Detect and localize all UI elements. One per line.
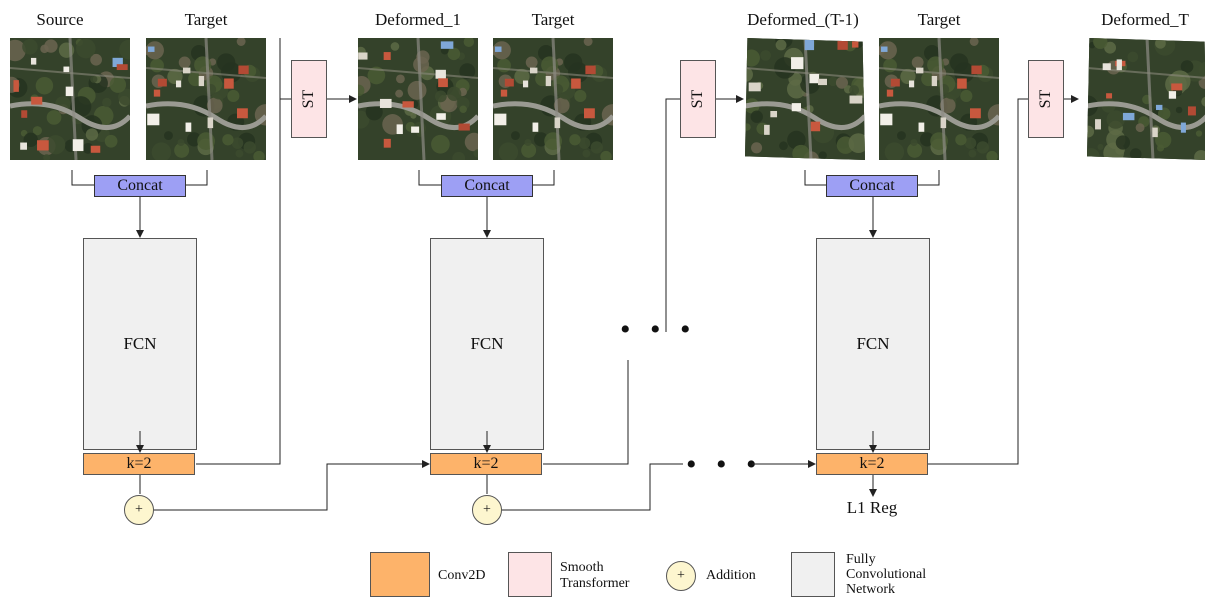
legend-fcn-label-3: Network [846,582,895,597]
legend-conv-swatch [370,552,430,597]
legend-fcn-label-1: Fully [846,552,876,567]
label-deformed-tm1: Deformed_(T-1) [747,10,859,29]
label-target-3: Target [917,10,961,29]
ellipsis-upper: • • • [620,313,697,346]
fcn-block-2: FCN [430,238,544,450]
deformed-image-tm1 [745,38,865,160]
deformed-image-1 [358,38,478,160]
conv-block-1: k=2 [83,453,195,475]
legend-add-label: Addition [706,568,756,583]
concat-block-1: Concat [94,175,186,197]
fcn-block-3: FCN [816,238,930,450]
concat-block-3: Concat [826,175,918,197]
legend-st-label-1: Smooth [560,560,604,575]
legend-add-symbol: + [666,561,696,591]
smooth-transformer-block-2: ST [680,60,716,138]
st-label-1: ST [300,89,317,109]
conv-block-3: k=2 [816,453,928,475]
smooth-transformer-block-3: ST [1028,60,1064,138]
target-image-1 [146,38,266,160]
addition-node-2: + [472,495,502,525]
st-label-3: ST [1037,89,1054,109]
target-image-3 [879,38,999,160]
conv-block-2: k=2 [430,453,542,475]
output-label-l1-reg: L1 Reg [846,498,898,517]
deformed-image-t [1087,38,1205,160]
legend-st-swatch [508,552,552,597]
source-image [10,38,130,160]
legend-fcn-swatch [791,552,835,597]
label-deformed-t: Deformed_T [1101,10,1189,29]
legend-conv-label: Conv2D [438,568,486,583]
label-target-2: Target [531,10,575,29]
legend-fcn-label-2: Convolutional [846,567,927,582]
label-target-1: Target [184,10,228,29]
fcn-label-2: FCN [470,334,504,353]
addition-node-1: + [124,495,154,525]
concat-block-2: Concat [441,175,533,197]
label-deformed-1: Deformed_1 [375,10,461,29]
st-label-2: ST [689,89,706,109]
label-source: Source [36,10,84,29]
fcn-block-1: FCN [83,238,197,450]
fcn-label-3: FCN [856,334,890,353]
ellipsis-lower: • • • [686,448,763,481]
fcn-label-1: FCN [123,334,157,353]
legend-st-label-2: Transformer [560,576,630,591]
smooth-transformer-block-1: ST [291,60,327,138]
target-image-2 [493,38,613,160]
